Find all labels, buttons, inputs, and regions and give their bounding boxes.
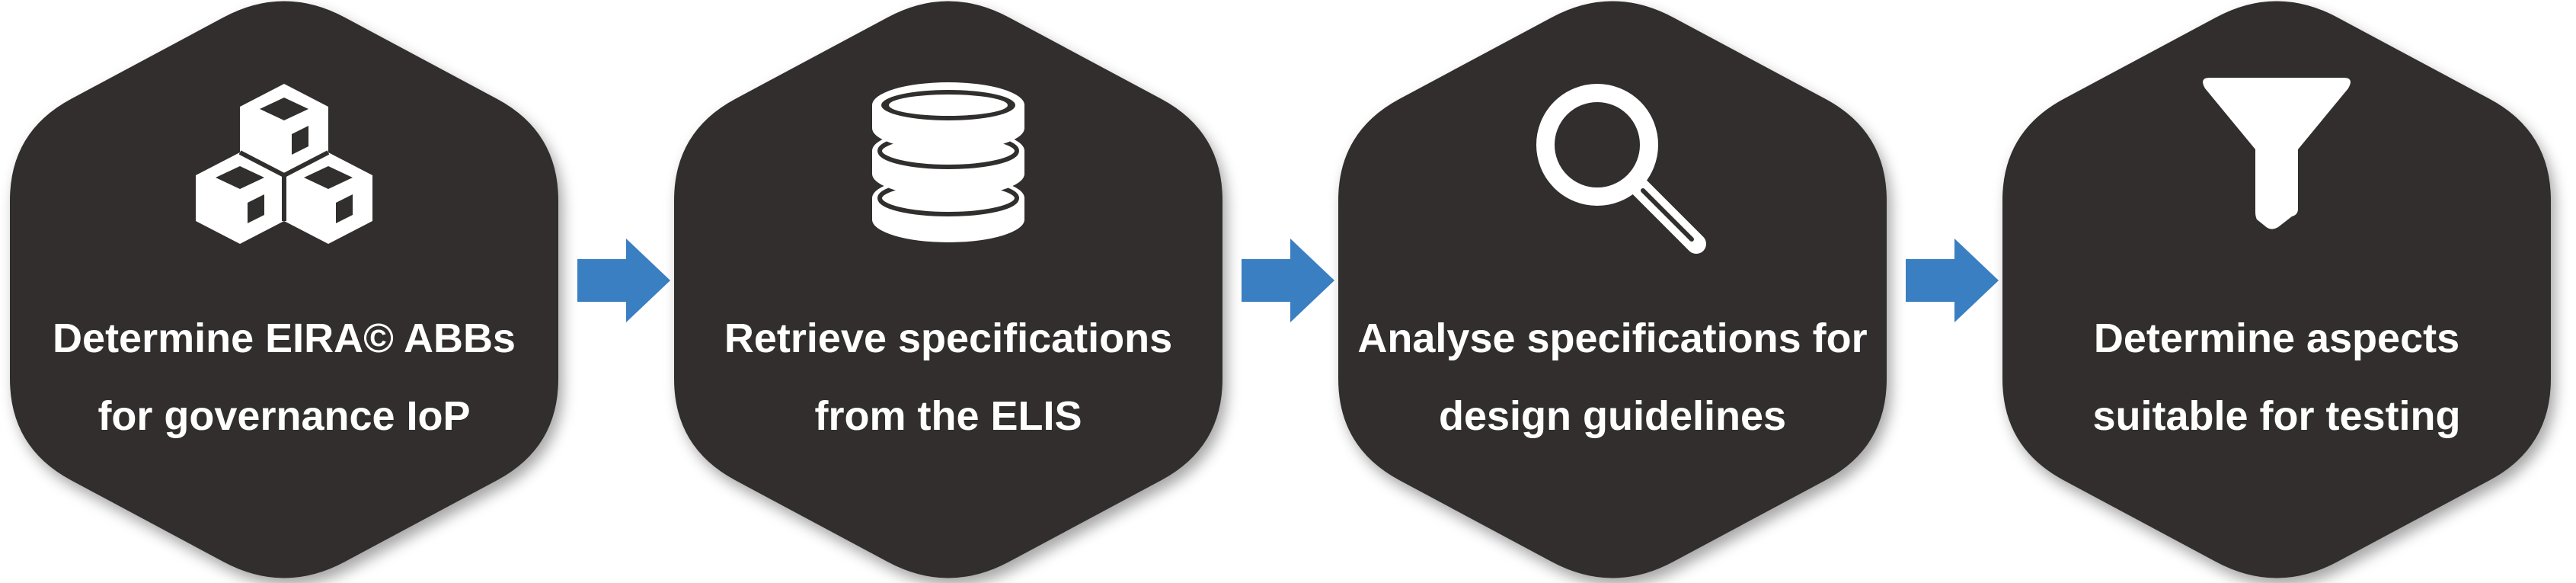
step-3-label-line-2: design guidelines xyxy=(1439,393,1786,439)
database-icon xyxy=(872,82,1024,242)
step-3-hexagon xyxy=(1338,1,1887,578)
step-1: Determine EIRA© ABBs for governance IoP xyxy=(10,1,558,578)
filter-icon xyxy=(2203,78,2351,229)
step-4-label-line-2: suitable for testing xyxy=(2092,393,2460,439)
flow-arrow-3 xyxy=(1906,239,1999,322)
step-1-hexagon xyxy=(10,1,558,578)
step-4: Determine aspects suitable for testing xyxy=(2002,1,2551,578)
search-icon xyxy=(1536,84,1706,254)
step-3: Analyse specifications for design guidel… xyxy=(1338,1,1887,578)
step-2: Retrieve specifications from the ELIS xyxy=(674,1,1222,578)
step-1-label-line-1: Determine EIRA© ABBs xyxy=(53,316,516,361)
step-4-label-line-1: Determine aspects xyxy=(2094,316,2459,361)
flow-arrow-2 xyxy=(1242,239,1334,322)
cubes-icon xyxy=(196,84,372,244)
step-2-label-line-1: Retrieve specifications xyxy=(724,316,1172,361)
step-4-hexagon xyxy=(2002,1,2551,578)
step-1-label-line-2: for governance IoP xyxy=(97,393,470,439)
flow-arrow-1 xyxy=(577,239,670,322)
step-2-label-line-2: from the ELIS xyxy=(814,393,1082,439)
step-3-label-line-1: Analyse specifications for xyxy=(1357,316,1867,361)
step-2-hexagon xyxy=(674,1,1222,578)
